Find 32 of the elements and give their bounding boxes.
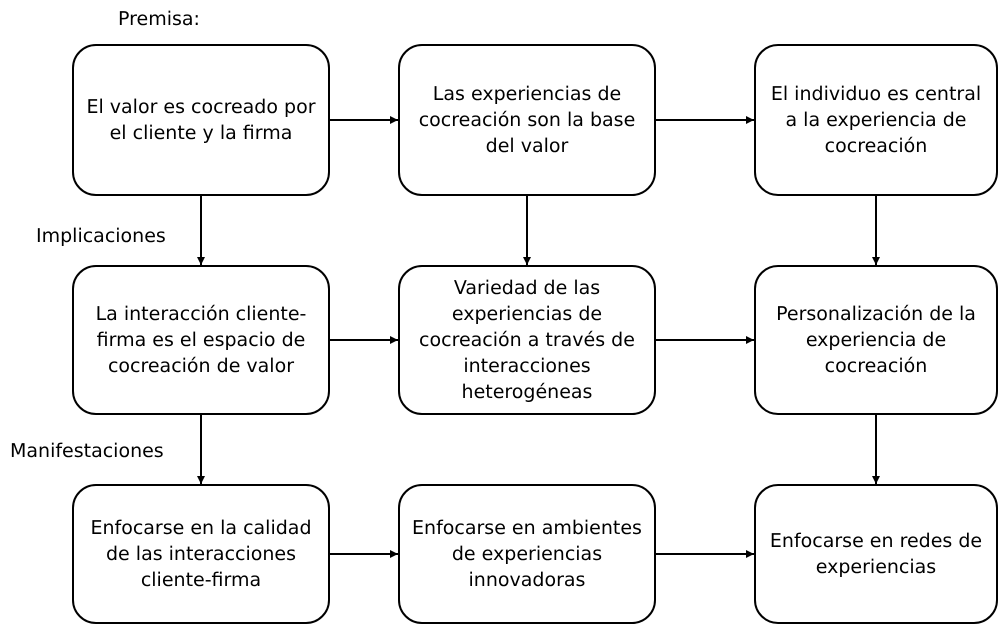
arrow [656, 550, 754, 558]
arrow [197, 415, 205, 484]
box-text: La interacción cliente-firma es el espacio de cocreación de valor [94, 302, 308, 379]
box-text: El valor es cocreado por el cliente y la firma [85, 95, 317, 146]
process-box [398, 265, 656, 415]
box-text: Enfocarse en ambientes de experiencias innovadoras [411, 516, 643, 593]
arrow [330, 336, 398, 344]
row-label: Premisa: [118, 8, 200, 30]
process-box [398, 44, 656, 196]
process-box [72, 265, 330, 415]
box-text: El individuo es central a la experiencia de cocreación [770, 82, 982, 159]
arrow [872, 196, 880, 265]
arrow [330, 550, 398, 558]
arrow [330, 116, 398, 124]
box-text: Enfocarse en la calidad de las interacciones cliente-firma [89, 516, 313, 593]
arrow [197, 196, 205, 265]
arrow [523, 196, 531, 265]
arrow [656, 116, 754, 124]
process-box [398, 484, 656, 624]
box-text: Variedad de las experiencias de cocreación a través de interacciones heterogéneas [418, 276, 636, 405]
arrow [872, 415, 880, 484]
process-box [754, 484, 998, 624]
process-box [72, 484, 330, 624]
box-text: Enfocarse en redes de experiencias [768, 529, 984, 580]
row-label: Implicaciones [36, 225, 166, 247]
box-text: Personalización de la experiencia de cocreación [775, 302, 977, 379]
process-box [754, 265, 998, 415]
box-text: Las experiencias de cocreación son la base del valor [418, 82, 636, 159]
process-box [754, 44, 998, 196]
arrow [656, 336, 754, 344]
process-box [72, 44, 330, 196]
row-label: Manifestaciones [10, 440, 164, 462]
